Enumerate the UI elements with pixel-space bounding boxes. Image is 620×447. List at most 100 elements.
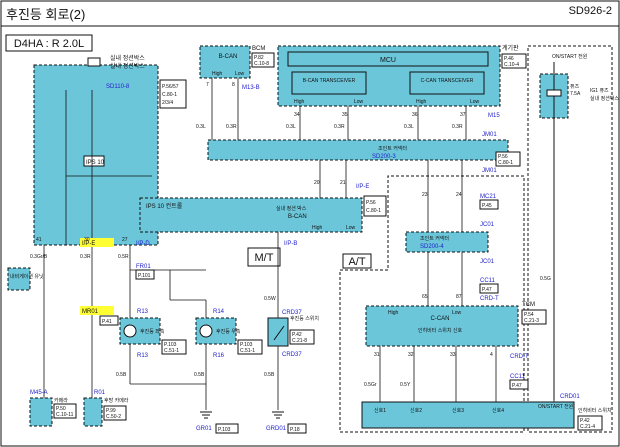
- ref-line: P.56: [498, 154, 508, 160]
- inhibitor-switch-module: [361, 401, 575, 429]
- mcu-bar: [287, 51, 489, 67]
- camera-module: [29, 397, 53, 427]
- bcm-can-label: B-CAN: [219, 54, 238, 60]
- connector-ipb[interactable]: I/P-B: [284, 241, 297, 247]
- pin-number: 21: [340, 180, 346, 186]
- connector-ipe-b[interactable]: I/P-E: [356, 184, 369, 190]
- right-lamp-connector-lower[interactable]: R16: [213, 353, 225, 359]
- connector-mr01[interactable]: MR01: [82, 309, 99, 315]
- ips-control-can: B-CAN: [288, 214, 307, 220]
- pin-number: 35: [342, 112, 348, 118]
- nav-unit-label: 내비게이션 유닛: [10, 273, 44, 280]
- pin-label: 신호2: [410, 407, 422, 414]
- rear-camera-label: 후방 카메라: [104, 397, 129, 404]
- inhibitor-ref: [577, 415, 603, 431]
- rear-camera-connector[interactable]: R01: [94, 390, 106, 396]
- jc01-connector[interactable]: JC01: [480, 222, 495, 228]
- mr01-ref-box: [99, 315, 119, 326]
- nav-unit-module: [7, 267, 31, 291]
- pin-number: 34: [294, 112, 300, 118]
- mcu-name: MCU: [380, 57, 396, 64]
- junction-box-link[interactable]: SD110-8: [106, 84, 130, 90]
- fuse-element: [546, 89, 562, 97]
- ground-grd01[interactable]: GRD01: [266, 426, 287, 432]
- ref-line: C.10-4: [504, 62, 519, 68]
- wire-label: 0.3R: [226, 124, 237, 130]
- ground-gr01[interactable]: GR01: [196, 426, 212, 432]
- jc01-connector-lower[interactable]: JC01: [480, 259, 495, 265]
- junction-box-module: [33, 64, 159, 246]
- bcm-module: [199, 45, 251, 79]
- mt-switch-connector[interactable]: CRD37: [282, 310, 302, 316]
- connector-crd-t[interactable]: CRD-T: [480, 296, 499, 302]
- inhibitor-connector[interactable]: CRD01: [560, 394, 580, 400]
- wire-label: 0.3R: [334, 124, 345, 130]
- gr01-ref-box: [215, 423, 239, 434]
- connector-ipe[interactable]: I/P-E: [82, 241, 95, 247]
- right-lamp-connector[interactable]: R14: [213, 309, 225, 315]
- mt-label-box: [247, 247, 281, 267]
- left-lamp-connector[interactable]: R13: [137, 309, 149, 315]
- switch-contact: [273, 325, 285, 341]
- wire-label: 0.5Y: [400, 382, 411, 388]
- mt-switch-label: 후진등 스위치: [290, 315, 319, 322]
- connector-ipd[interactable]: I/P-D: [136, 241, 150, 247]
- fr01-ref-box: [135, 269, 155, 280]
- mcu-label: 계기판: [502, 44, 519, 52]
- connector-fr01[interactable]: FR01: [136, 264, 151, 270]
- pin-number: 23: [422, 192, 428, 198]
- connector-cc11[interactable]: CC11: [480, 278, 496, 284]
- mt-switch-ref: [289, 329, 315, 345]
- ref-line: C.10-8: [254, 61, 269, 67]
- wire-label: 0.5Gr: [364, 382, 377, 388]
- ref-line: C.80-1: [162, 92, 177, 98]
- diagram-code: SD926-2: [568, 5, 612, 17]
- fuse-sub: IG1 퓨즈: [590, 88, 609, 94]
- camera-connector[interactable]: M45-A: [30, 390, 48, 396]
- connector-mc21[interactable]: MC21: [480, 194, 497, 200]
- pin-label: Low: [346, 225, 356, 231]
- pin-label: 신호1: [374, 407, 386, 414]
- c-can-transceiver: [409, 71, 485, 95]
- lamp-icon: [199, 324, 213, 338]
- ref-line: C.10-11: [56, 412, 74, 418]
- engine-label: D4HA : R 2.0L: [14, 38, 84, 50]
- pin-label: 신호3: [452, 407, 464, 414]
- wire-label: 0.5B: [264, 372, 275, 378]
- inhibitor-label: 인히비터 스위치: [578, 407, 612, 414]
- pin-number: 87: [456, 294, 462, 300]
- ips-control-ref: [363, 195, 387, 217]
- cc11-ref: P.47: [482, 287, 492, 293]
- jm01-connector-lower[interactable]: JM01: [482, 168, 497, 174]
- ref-line: P.54: [524, 312, 534, 318]
- mcu-connector[interactable]: M15: [488, 113, 500, 119]
- mt-switch-connector-lower[interactable]: CRD37: [282, 352, 302, 358]
- rear-camera-ref: [103, 405, 127, 421]
- ref-line: P.56/57: [162, 84, 179, 90]
- ref-line: C.80-1: [366, 208, 381, 214]
- pin-label: Low: [452, 310, 462, 316]
- left-lamp-connector-lower[interactable]: R13: [137, 353, 149, 359]
- ref-line: P.103: [164, 342, 177, 348]
- wire-label: 0.5G: [540, 276, 551, 282]
- pin-number: 30: [84, 237, 90, 243]
- jc01-link[interactable]: SD200-4: [420, 244, 444, 250]
- pin-label: Low: [354, 99, 364, 105]
- right-lamp-ref: [237, 339, 263, 355]
- bcm-connector[interactable]: M13-B: [242, 85, 260, 91]
- junction-box-ref: [159, 79, 187, 109]
- jm01-label: 조인트 커넥터: [378, 145, 407, 152]
- fuse-label: 퓨즈: [570, 84, 580, 90]
- pin-number: 7: [206, 82, 209, 88]
- cc11-ref-box: [479, 283, 499, 294]
- page-title: 후진등 회로(2): [6, 7, 86, 22]
- ref-line: P.103: [240, 342, 253, 348]
- at-region: [339, 175, 525, 433]
- jm01-link[interactable]: SD200-3: [372, 154, 396, 160]
- jm01-connector[interactable]: JM01: [482, 132, 497, 138]
- tcm-module: [365, 305, 519, 347]
- ground-icon: [272, 411, 284, 419]
- connector-crd-t2[interactable]: CRD-T: [510, 354, 529, 360]
- connector-cc11b[interactable]: CC11: [510, 374, 526, 380]
